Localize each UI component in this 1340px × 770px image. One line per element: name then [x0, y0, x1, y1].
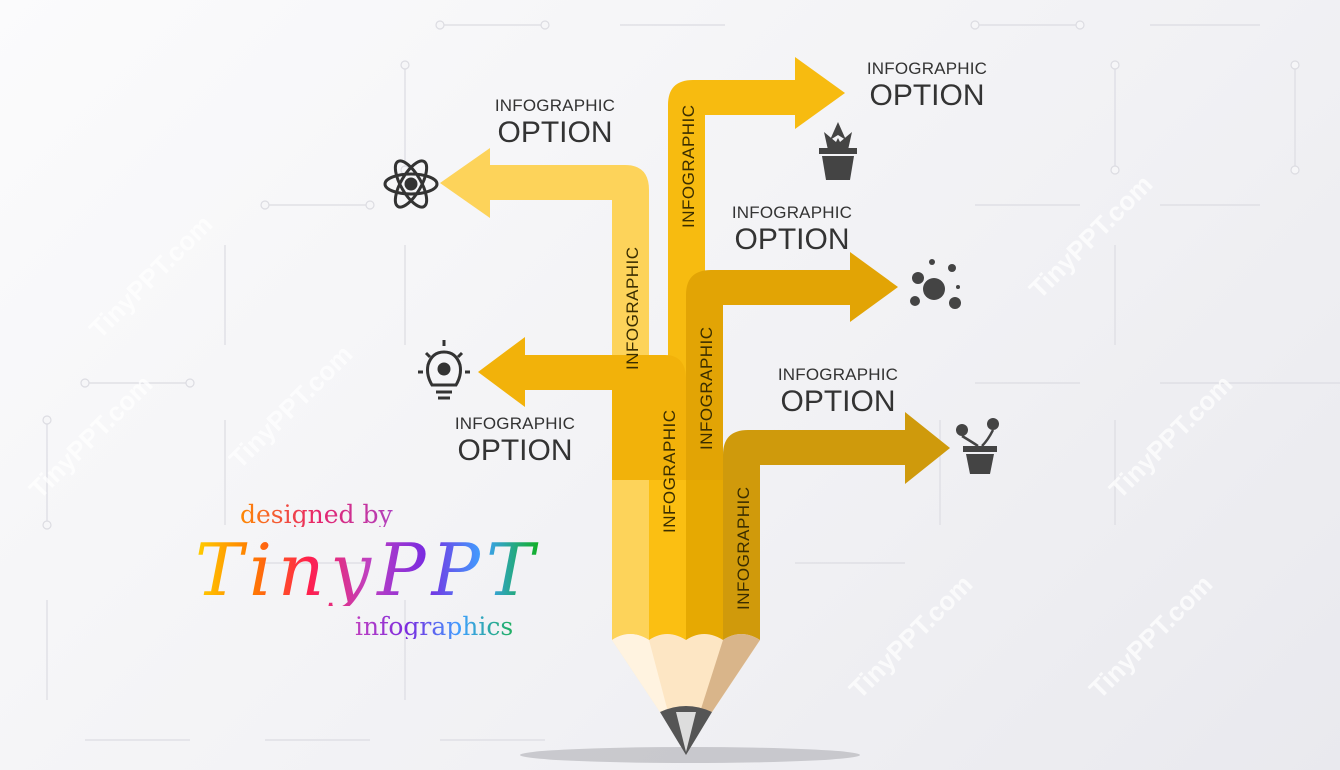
- option-small-text: INFOGRAPHIC: [494, 96, 616, 115]
- logo-main: TinyPPT: [195, 528, 541, 612]
- strip-label-1: INFOGRAPHIC: [623, 246, 642, 370]
- pencil-tip: [612, 634, 760, 755]
- logo-designed-by: designed by: [240, 500, 393, 529]
- option-small-text: INFOGRAPHIC: [454, 414, 576, 433]
- bubbles-icon: [910, 259, 961, 309]
- strip-label-3: INFOGRAPHIC: [697, 326, 716, 450]
- option-title: OPTION: [734, 223, 850, 256]
- strip-label-5: INFOGRAPHIC: [734, 486, 753, 610]
- tinyppt-logo: TinyPPT designed by infographics: [195, 500, 575, 650]
- option-label-3: INFOGRAPHIC OPTION: [717, 204, 867, 255]
- watermark: TinyPPT.com: [83, 209, 218, 344]
- option-label-5: INFOGRAPHIC OPTION: [763, 366, 913, 417]
- logo-infographics: infographics: [355, 612, 514, 641]
- option-label-2: INFOGRAPHIC OPTION: [852, 60, 1002, 111]
- watermark: TinyPPT.com: [223, 339, 358, 474]
- option-small-text: INFOGRAPHIC: [866, 59, 988, 78]
- option-title: OPTION: [869, 79, 985, 112]
- option-label-1: INFOGRAPHIC OPTION: [480, 97, 630, 148]
- pencil-shadow: [520, 747, 860, 763]
- lightbulb-gear-icon: [418, 340, 470, 400]
- strip-label-4: INFOGRAPHIC: [660, 409, 679, 533]
- option-small-text: INFOGRAPHIC: [777, 365, 899, 384]
- option-title: OPTION: [780, 385, 896, 418]
- option-title: OPTION: [497, 116, 613, 149]
- watermark: TinyPPT.com: [1083, 569, 1218, 704]
- potted-plant-icon: [819, 122, 857, 180]
- watermark: TinyPPT.com: [843, 569, 978, 704]
- option-label-4: INFOGRAPHIC OPTION: [440, 415, 590, 466]
- option-title: OPTION: [457, 434, 573, 467]
- atom-icon: [383, 159, 439, 209]
- flower-pot-icon: [956, 418, 999, 474]
- option-small-text: INFOGRAPHIC: [731, 203, 853, 222]
- watermark: TinyPPT.com: [23, 369, 158, 504]
- watermark: TinyPPT.com: [1103, 369, 1238, 504]
- strip-label-2: INFOGRAPHIC: [679, 104, 698, 228]
- pencil-body: [612, 480, 760, 640]
- watermark: TinyPPT.com: [1023, 169, 1158, 304]
